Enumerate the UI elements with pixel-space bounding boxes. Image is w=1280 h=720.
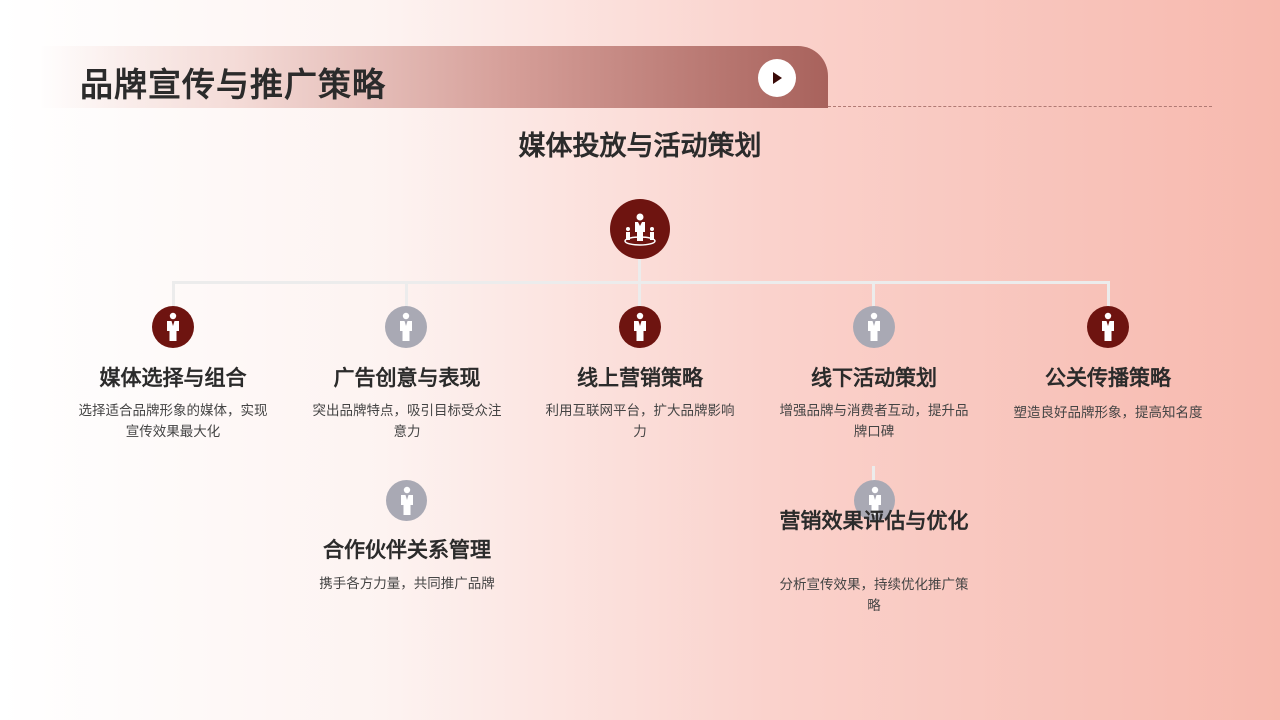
person-icon [400, 486, 413, 515]
root-node [610, 199, 670, 259]
branch-connector-4 [872, 281, 875, 307]
person-icon [634, 312, 646, 341]
page-title: 品牌宣传与推广策略 [80, 65, 386, 104]
person-icon [400, 312, 412, 341]
people-network-icon [624, 213, 656, 246]
person-icon [1102, 312, 1114, 341]
subnode-title: 合作伙伴关系管理 [323, 538, 491, 562]
play-icon [773, 72, 782, 84]
branch-connector-1 [172, 281, 175, 307]
node-effect-evaluation [854, 480, 895, 521]
header-bar [40, 46, 828, 108]
node-ad-creative [385, 306, 427, 348]
node-title: 公关传播策略 [1045, 366, 1171, 390]
node-partner-management [386, 480, 427, 521]
person-icon [167, 312, 179, 341]
branch-connector-2 [405, 281, 408, 307]
person-icon [868, 312, 880, 341]
node-desc: 突出品牌特点，吸引目标受众注意力 [312, 403, 502, 440]
node-media-selection [152, 306, 194, 348]
sub-connector-2 [872, 466, 875, 482]
node-desc: 增强品牌与消费者互动，提升品牌口碑 [779, 403, 969, 440]
node-pr-strategy [1087, 306, 1129, 348]
node-desc: 利用互联网平台，扩大品牌影响力 [545, 403, 735, 440]
node-title: 线下活动策划 [811, 366, 937, 390]
play-button[interactable] [758, 59, 796, 97]
root-stem [638, 258, 641, 282]
node-desc: 选择适合品牌形象的媒体，实现宣传效果最大化 [78, 403, 268, 440]
subnode-title: 营销效果评估与优化 [779, 509, 969, 533]
branch-connector-3 [638, 281, 641, 307]
node-title: 媒体选择与组合 [99, 366, 247, 390]
node-desc: 塑造良好品牌形象，提高知名度 [1013, 405, 1203, 421]
branch-connector-5 [1107, 281, 1110, 307]
header-divider [828, 106, 1212, 107]
horizontal-connector [172, 281, 1110, 284]
subnode-desc: 分析宣传效果，持续优化推广策略 [779, 577, 969, 614]
node-online-marketing [619, 306, 661, 348]
node-offline-events [853, 306, 895, 348]
diagram-root-title: 媒体投放与活动策划 [518, 131, 762, 162]
person-icon [868, 486, 881, 515]
node-title: 线上营销策略 [577, 366, 703, 390]
subnode-desc: 携手各方力量，共同推广品牌 [319, 576, 495, 592]
node-title: 广告创意与表现 [333, 366, 481, 390]
